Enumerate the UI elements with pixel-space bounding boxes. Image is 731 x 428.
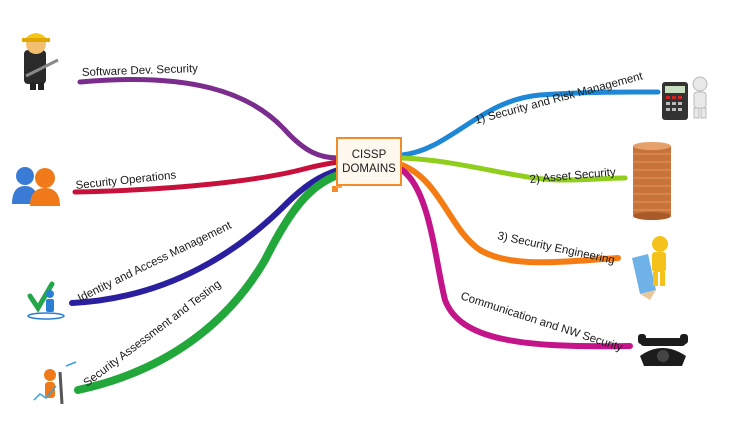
branch-line-security-engineering: [399, 162, 621, 266]
coin-stack-icon: [633, 142, 671, 220]
center-node-line2: DOMAINS: [342, 162, 396, 175]
branch-line-security-assessment-testing: [74, 171, 342, 394]
telephone-icon: [638, 334, 688, 366]
branch-line-communication-nw-security: [399, 167, 633, 350]
branch-line-security-risk-management: [399, 89, 661, 158]
label-software-dev-security: Software Dev. Security: [82, 63, 199, 79]
checkmark-person-icon: [27, 281, 65, 320]
pencil-person-icon: [632, 236, 668, 300]
center-node-line1: CISSP: [351, 148, 387, 161]
branch-line-security-operations: [72, 159, 341, 195]
pen-person-icon: [33, 361, 77, 405]
construction-worker-icon: [22, 33, 59, 90]
branch-line-asset-security: [399, 155, 628, 183]
center-node[interactable]: CISSP DOMAINS: [336, 137, 402, 186]
branch-line-software-dev-security: [77, 76, 341, 161]
branch-line-identity-access-management: [69, 167, 341, 306]
calculator-person-icon: [662, 76, 708, 120]
label-asset-security: 2) Asset Security: [529, 166, 616, 185]
people-icon: [12, 167, 60, 206]
label-security-risk-management: 1) Security and Risk Management: [474, 70, 645, 127]
